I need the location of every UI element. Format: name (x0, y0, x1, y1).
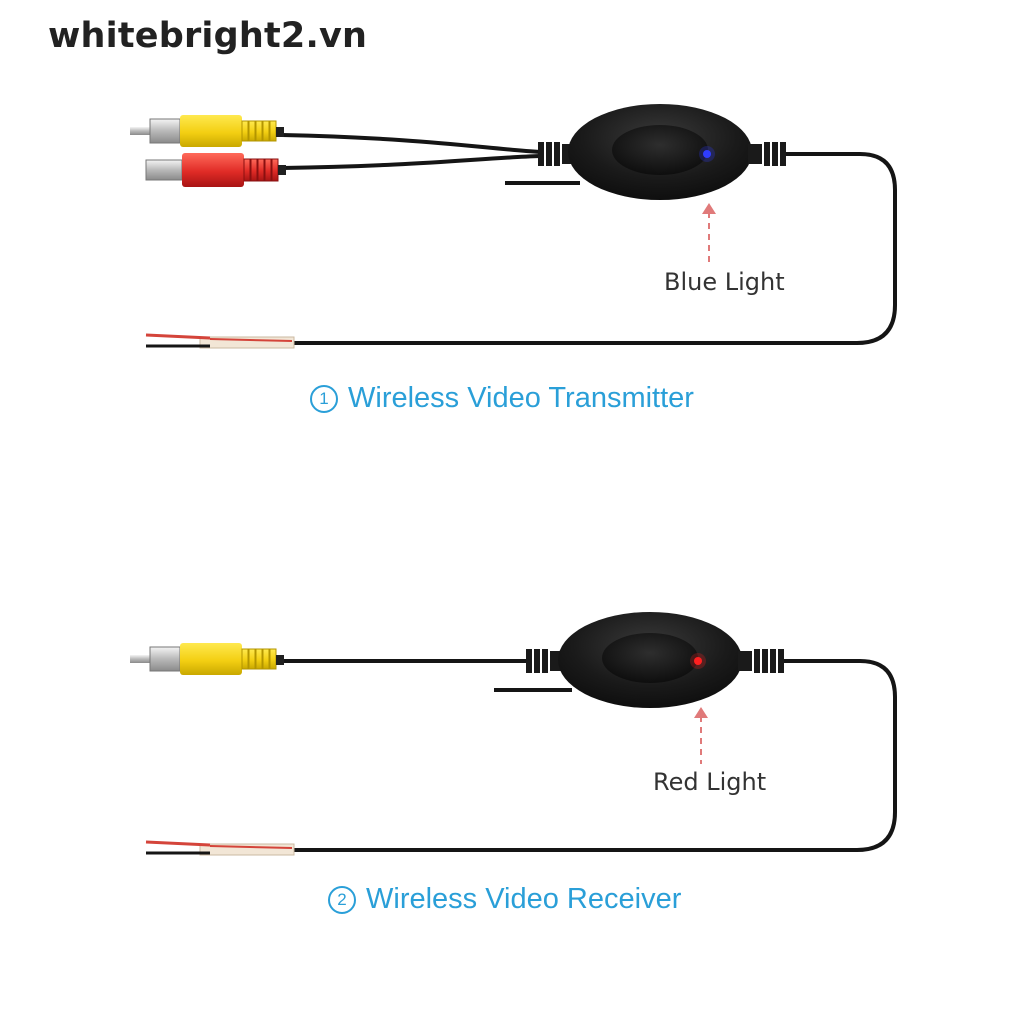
red-led-icon (694, 657, 702, 665)
receiver-power-wires (145, 840, 295, 856)
blue-led-icon (703, 150, 711, 158)
yellow-rca-plug (130, 643, 284, 675)
transmitter-caption: 1 Wireless Video Transmitter (310, 382, 694, 415)
receiver-caption: 2 Wireless Video Receiver (328, 883, 681, 916)
watermark: whitebright2.vn (48, 16, 368, 56)
yellow-rca-plug (130, 115, 284, 147)
number-badge: 2 (328, 886, 356, 914)
receiver-caption-text: Wireless Video Receiver (366, 883, 682, 915)
receiver-unit (130, 612, 897, 856)
red-dc-plug (145, 153, 286, 187)
number-badge: 1 (310, 385, 338, 413)
transmitter-power-wires (145, 333, 295, 349)
transmitter-caption-text: Wireless Video Transmitter (348, 382, 694, 414)
blue-light-label: Blue Light (664, 268, 785, 296)
red-light-label: Red Light (653, 768, 767, 796)
transmitter-unit (130, 104, 897, 349)
